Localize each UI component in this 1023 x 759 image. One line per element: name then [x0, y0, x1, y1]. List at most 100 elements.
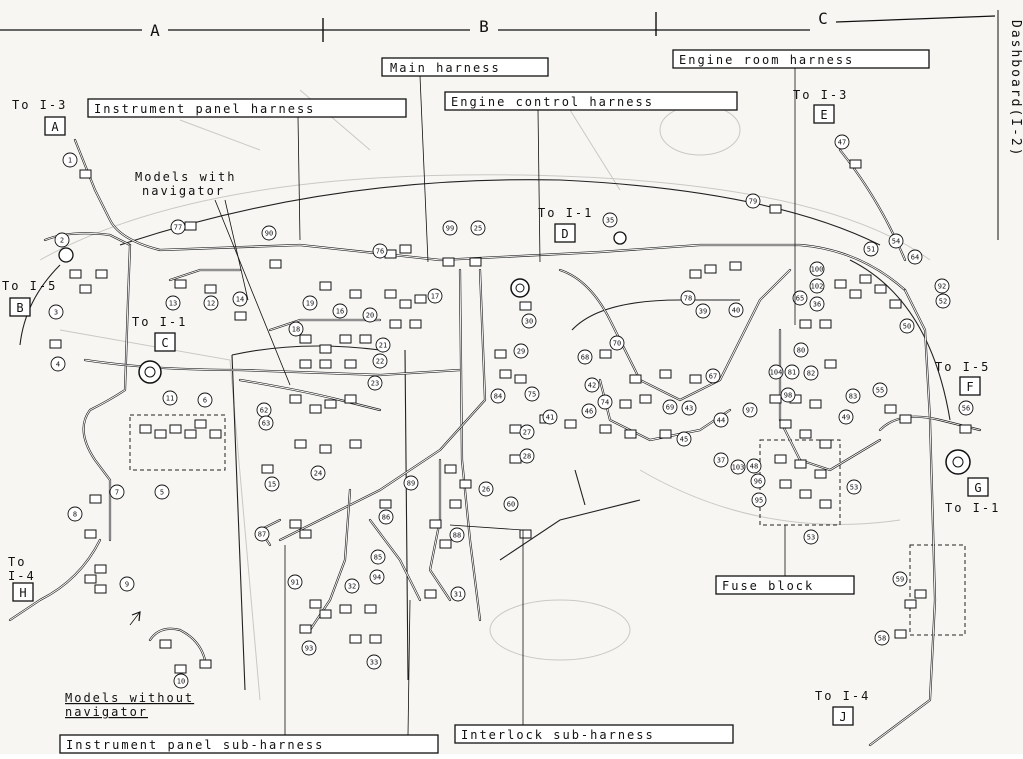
connector-number-circle: [958, 400, 974, 416]
connector-plug-84: [729, 261, 742, 271]
connector-number-2: 2: [54, 232, 70, 248]
connector-number-text: 23: [371, 380, 379, 388]
connector-number-85: 85: [370, 549, 386, 565]
connector-number-circle: [366, 654, 382, 670]
connector-plug-55: [509, 454, 522, 464]
connector-plug-108: [899, 414, 912, 424]
connector-number-21: 21: [375, 337, 391, 353]
connector-plug-2: [79, 284, 92, 294]
connector-number-text: 37: [717, 457, 725, 465]
engine-room-harness-label: Engine room harness: [679, 53, 854, 67]
connector-number-68: 68: [577, 349, 593, 365]
connector-number-86: 86: [378, 509, 394, 525]
connector-number-text: 47: [838, 139, 846, 147]
connector-number-circle: [302, 295, 318, 311]
connector-number-51: 51: [863, 241, 879, 257]
connector-number-text: 63: [262, 420, 270, 428]
connector-number-text: 79: [749, 198, 757, 206]
connector-number-104: 104: [768, 364, 784, 380]
connector-number-60: 60: [503, 496, 519, 512]
connector-number-text: 86: [382, 514, 390, 522]
ref-text-j: To I-4: [815, 689, 870, 703]
connector-plug-28: [339, 334, 352, 344]
connector-number-102: 102: [809, 278, 825, 294]
connector-number-circle: [809, 296, 825, 312]
connector-number-text: 43: [685, 405, 693, 413]
connector-number-text: 62: [260, 407, 268, 415]
connector-number-65: 65: [792, 290, 808, 306]
connector-number-90: 90: [261, 225, 277, 241]
connector-plug-13: [94, 564, 107, 574]
connector-plug-20: [269, 259, 282, 269]
connector-number-96: 96: [750, 473, 766, 489]
connector-number-33: 33: [366, 654, 382, 670]
connector-number-circle: [162, 390, 178, 406]
connector-plug-50: [519, 301, 532, 311]
connector-number-circle: [503, 496, 519, 512]
engine-control-harness-label: Engine control harness: [451, 95, 654, 109]
connector-plug-40: [261, 464, 274, 474]
connector-number-circle: [519, 424, 535, 440]
connector-plug-71: [379, 499, 392, 509]
connector-number-text: 48: [750, 463, 758, 471]
interlock-sub-harness-box: [454, 724, 734, 744]
connector-plug-5: [139, 424, 152, 434]
connector-plug-80: [624, 429, 637, 439]
connector-number-text: 36: [813, 301, 821, 309]
connector-number-circle: [728, 302, 744, 318]
connector-plug-47: [399, 244, 412, 254]
connector-number-24: 24: [310, 465, 326, 481]
connector-plug-14: [84, 574, 97, 584]
connector-number-80: 80: [793, 342, 809, 358]
connector-number-text: 69: [666, 404, 674, 412]
connector-number-10: 10: [173, 673, 189, 689]
connector-plug-72: [519, 529, 532, 539]
ref-box-b: [9, 297, 31, 317]
connector-number-circle: [519, 448, 535, 464]
connector-number-circle: [197, 392, 213, 408]
connector-number-circle: [899, 318, 915, 334]
connector-number-circle: [48, 304, 64, 320]
connector-number-circle: [838, 409, 854, 425]
connector-plug-17: [174, 664, 187, 674]
connector-plug-43: [414, 294, 427, 304]
connector-number-circle: [750, 473, 766, 489]
page-title: Dashboard(I-2): [1008, 20, 1023, 158]
connector-number-text: 92: [938, 283, 946, 291]
instrument-panel-harness-label: Instrument panel harness: [94, 102, 315, 116]
connector-number-9: 9: [119, 576, 135, 592]
models-without-navigator-line2: navigator: [65, 705, 148, 719]
connector-plug-52: [499, 369, 512, 379]
connector-number-circle: [67, 506, 83, 522]
connector-number-text: 99: [446, 225, 454, 233]
ref-box-a: [44, 116, 66, 136]
connector-number-text: 32: [348, 583, 356, 591]
ref-box-j: [832, 706, 854, 726]
connector-number-circle: [427, 288, 443, 304]
connector-number-text: 103: [732, 464, 745, 472]
connector-number-circle: [577, 349, 593, 365]
connector-number-text: 93: [305, 645, 313, 653]
connector-plug-75: [659, 369, 672, 379]
connector-plug-110: [914, 589, 927, 599]
connector-number-text: 96: [754, 478, 762, 486]
connector-number-text: 6: [203, 397, 207, 405]
connector-number-circle: [907, 249, 923, 265]
connector-number-circle: [863, 241, 879, 257]
connector-plug-56: [444, 464, 457, 474]
connector-plug-100: [774, 454, 787, 464]
connector-plug-98: [799, 429, 812, 439]
connector-number-14: 14: [232, 291, 248, 307]
connector-number-92: 92: [934, 278, 950, 294]
ref-text-c: To I-1: [132, 315, 187, 329]
connector-number-circle: [344, 578, 360, 594]
connector-number-text: 24: [314, 470, 322, 478]
connector-number-text: 29: [517, 348, 525, 356]
connector-number-circle: [332, 303, 348, 319]
connector-plug-53: [514, 374, 527, 384]
connector-number-67: 67: [705, 368, 721, 384]
connector-number-56: 56: [958, 400, 974, 416]
connector-number-text: 26: [482, 486, 490, 494]
connector-plug-67: [364, 604, 377, 614]
connector-number-text: 89: [407, 480, 415, 488]
